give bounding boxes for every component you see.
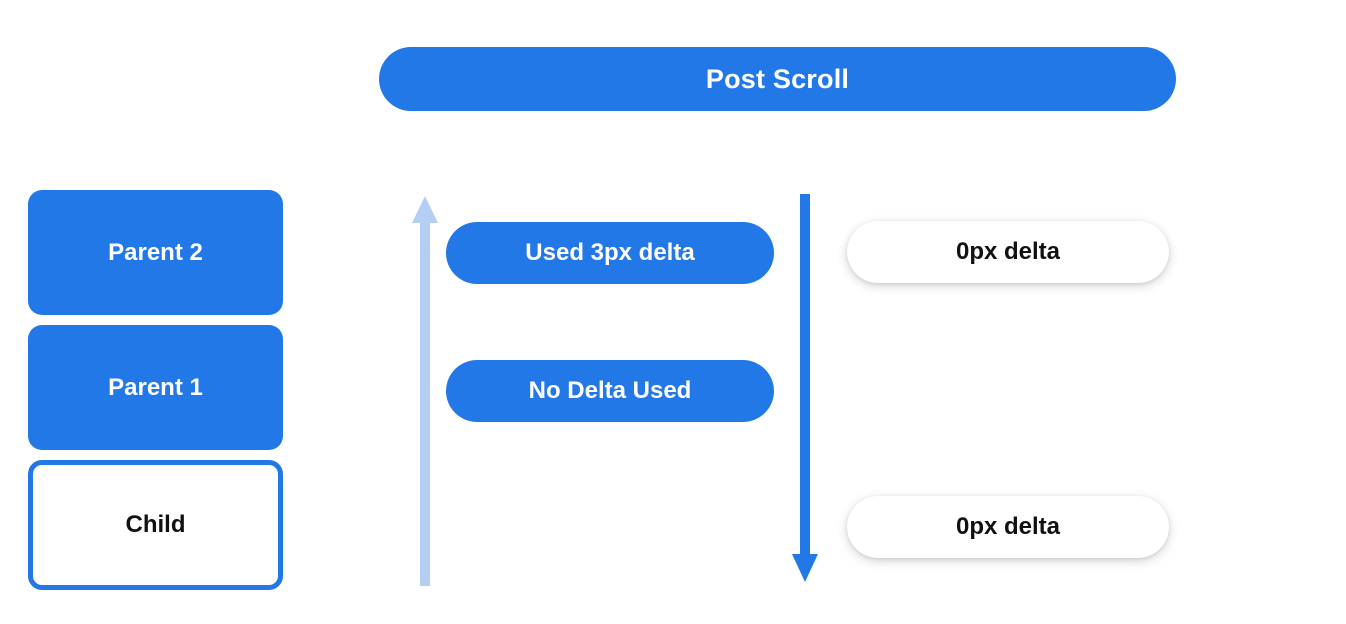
pill-no-delta-used: No Delta Used	[446, 360, 774, 422]
node-box-child: Child	[28, 460, 283, 590]
pill-zero-delta-top: 0px delta	[847, 221, 1169, 283]
page-title: Post Scroll	[705, 63, 850, 94]
node-stack: Parent 2 Parent 1 Child	[28, 190, 283, 590]
pill-used-delta: Used 3px delta	[446, 222, 774, 284]
pill-label: No Delta Used	[528, 377, 692, 404]
node-box-label: Child	[125, 511, 186, 538]
node-box-parent-1: Parent 1	[28, 325, 283, 450]
pill-label: 0px delta	[955, 238, 1061, 265]
down-arrow-icon	[792, 194, 818, 582]
pill-label: Used 3px delta	[525, 239, 695, 266]
node-box-label: Parent 1	[108, 373, 203, 401]
up-arrow-icon	[412, 196, 438, 586]
post-scroll-banner: Post Scroll	[379, 47, 1176, 111]
node-box-label: Parent 2	[108, 238, 203, 266]
node-box-parent-2: Parent 2	[28, 190, 283, 315]
pill-label: 0px delta	[955, 513, 1061, 540]
pill-zero-delta-bottom: 0px delta	[847, 496, 1169, 558]
